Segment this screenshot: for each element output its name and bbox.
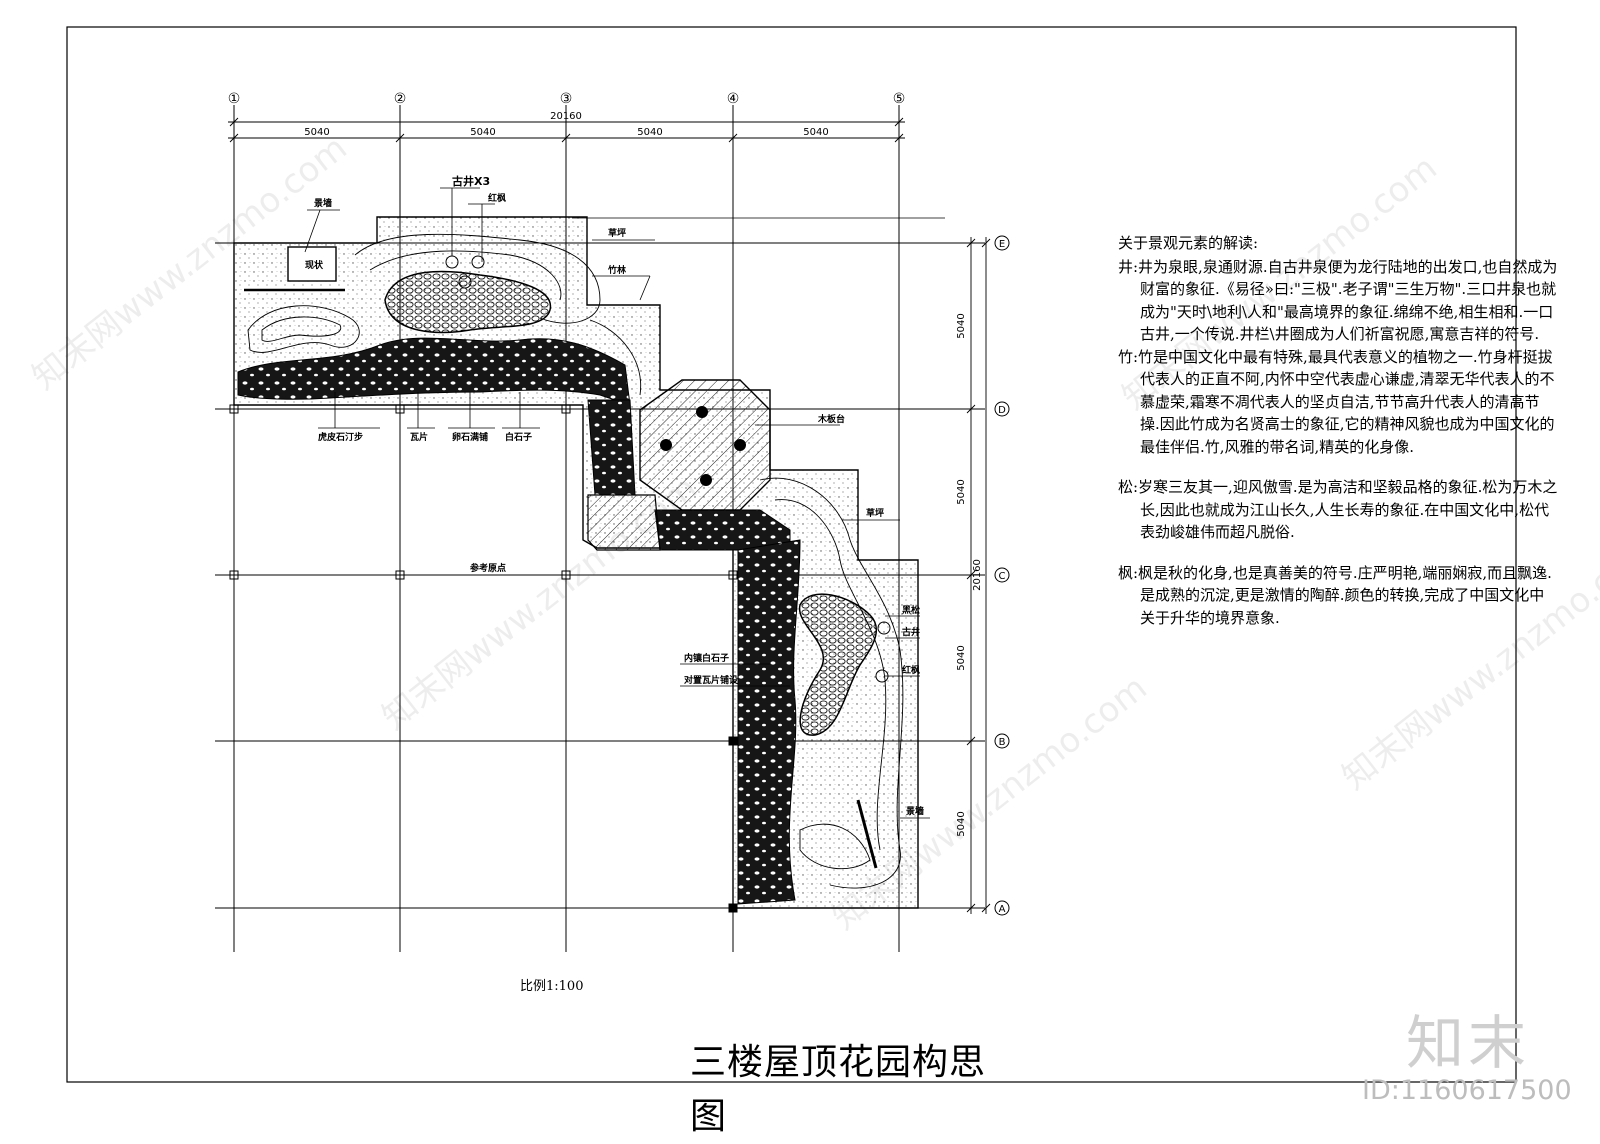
label-lawn-1: 草坪 xyxy=(608,227,626,239)
landscape-notes: 关于景观元素的解读: 井:井为泉眼,泉通财源.自古井泉便为龙行陆地的出发口,也自… xyxy=(1118,232,1558,629)
label-pebble-paving: 卵石满铺 xyxy=(452,431,488,443)
leader-lines xyxy=(304,187,945,819)
axis-col-5: ⑤ xyxy=(893,91,906,107)
total-dim-right: 20160 xyxy=(972,559,983,591)
axis-row-d: D xyxy=(998,405,1006,416)
drawing-title: 三楼屋顶花园构思图 xyxy=(690,1042,987,1137)
bamboo-band-top xyxy=(237,337,631,406)
bamboo-band-middle xyxy=(587,399,636,496)
axis-row-e: E xyxy=(999,239,1005,250)
note-pine: 松:岁寒三友其一,迎风傲雪.是为高洁和坚毅品格的象征.松为万木之长,因此也就成为… xyxy=(1118,478,1558,541)
span-dim-right-3: 5040 xyxy=(956,645,967,670)
span-dim-top-1: 5040 xyxy=(304,127,329,138)
label-wood-deck: 木板台 xyxy=(817,413,845,425)
span-dim-top-2: 5040 xyxy=(470,127,495,138)
label-inlaid-white-pebbles: 内镶白石子 xyxy=(684,652,729,664)
span-dim-top-4: 5040 xyxy=(803,127,828,138)
pebble-pond-top xyxy=(384,270,552,334)
image-id: ID:1160617500 xyxy=(1362,1075,1572,1106)
sheet-border xyxy=(66,26,1517,1083)
total-dim-top: 20160 xyxy=(550,111,582,122)
note-well: 井:井为泉眼,泉通财源.自古井泉便为龙行陆地的出发口,也自然成为财富的象征.《易… xyxy=(1118,257,1558,344)
wood-deck-octagon xyxy=(639,379,771,511)
note-bamboo: 竹:竹是中国文化中最有特殊,最具代表意义的植物之一.竹身杆挺拔代表人的正直不阿,… xyxy=(1118,347,1555,456)
axis-row-a: A xyxy=(999,904,1006,915)
contours xyxy=(247,233,904,889)
existing-structure xyxy=(287,246,337,282)
axis-row-b: B xyxy=(999,737,1006,748)
label-black-pine: 黑松 xyxy=(902,604,920,616)
label-ancient-well-x3: 古井X3 xyxy=(452,174,490,188)
axis-col-3: ③ xyxy=(560,91,573,107)
label-red-maple-1: 红枫 xyxy=(488,192,506,204)
label-existing: 现状 xyxy=(305,259,324,271)
label-ancient-well: 古井 xyxy=(902,626,920,638)
axis-col-2: ② xyxy=(394,91,407,107)
bamboo-band-right xyxy=(737,539,801,905)
notes-heading: 关于景观元素的解读: xyxy=(1118,234,1259,252)
scale-label: 比例1:100 xyxy=(520,979,584,994)
top-dimension xyxy=(228,117,905,143)
label-red-maple-2: 红枫 xyxy=(902,664,920,676)
feature-wall-right xyxy=(856,799,878,869)
brand-logo: 知末 xyxy=(1406,1009,1531,1077)
label-lawn-2: 草坪 xyxy=(866,507,884,519)
label-feature-wall-1: 景墙 xyxy=(314,197,332,209)
table-sets xyxy=(660,406,746,486)
label-feature-wall-2: 景墙 xyxy=(906,805,924,817)
axis-col-4: ④ xyxy=(727,91,740,107)
label-bamboo-grove: 竹林 xyxy=(607,264,627,276)
axis-col-1: ① xyxy=(228,91,241,107)
label-reference-origin: 参考原点 xyxy=(470,562,506,574)
right-dimension xyxy=(966,237,991,914)
label-tiger-skin-stepping: 虎皮石汀步 xyxy=(318,431,363,443)
span-dim-right-1: 5040 xyxy=(956,313,967,338)
wood-deck-lower xyxy=(587,494,661,551)
span-dim-right-4: 5040 xyxy=(956,811,967,836)
span-dim-top-3: 5040 xyxy=(637,127,662,138)
label-tile-pieces: 瓦片 xyxy=(410,431,428,443)
label-paired-tile-paving: 对置瓦片铺设 xyxy=(684,674,739,686)
label-white-pebbles: 白石子 xyxy=(505,431,532,443)
column-markers xyxy=(229,404,738,913)
axis-row-c: C xyxy=(999,571,1006,582)
pebble-pond-right xyxy=(799,593,878,736)
note-maple: 枫:枫是秋的化身,也是真善美的符号.庄严明艳,端丽娴寂,而且飘逸.是成熟的沉淀,… xyxy=(1118,563,1552,627)
span-dim-right-2: 5040 xyxy=(956,479,967,504)
